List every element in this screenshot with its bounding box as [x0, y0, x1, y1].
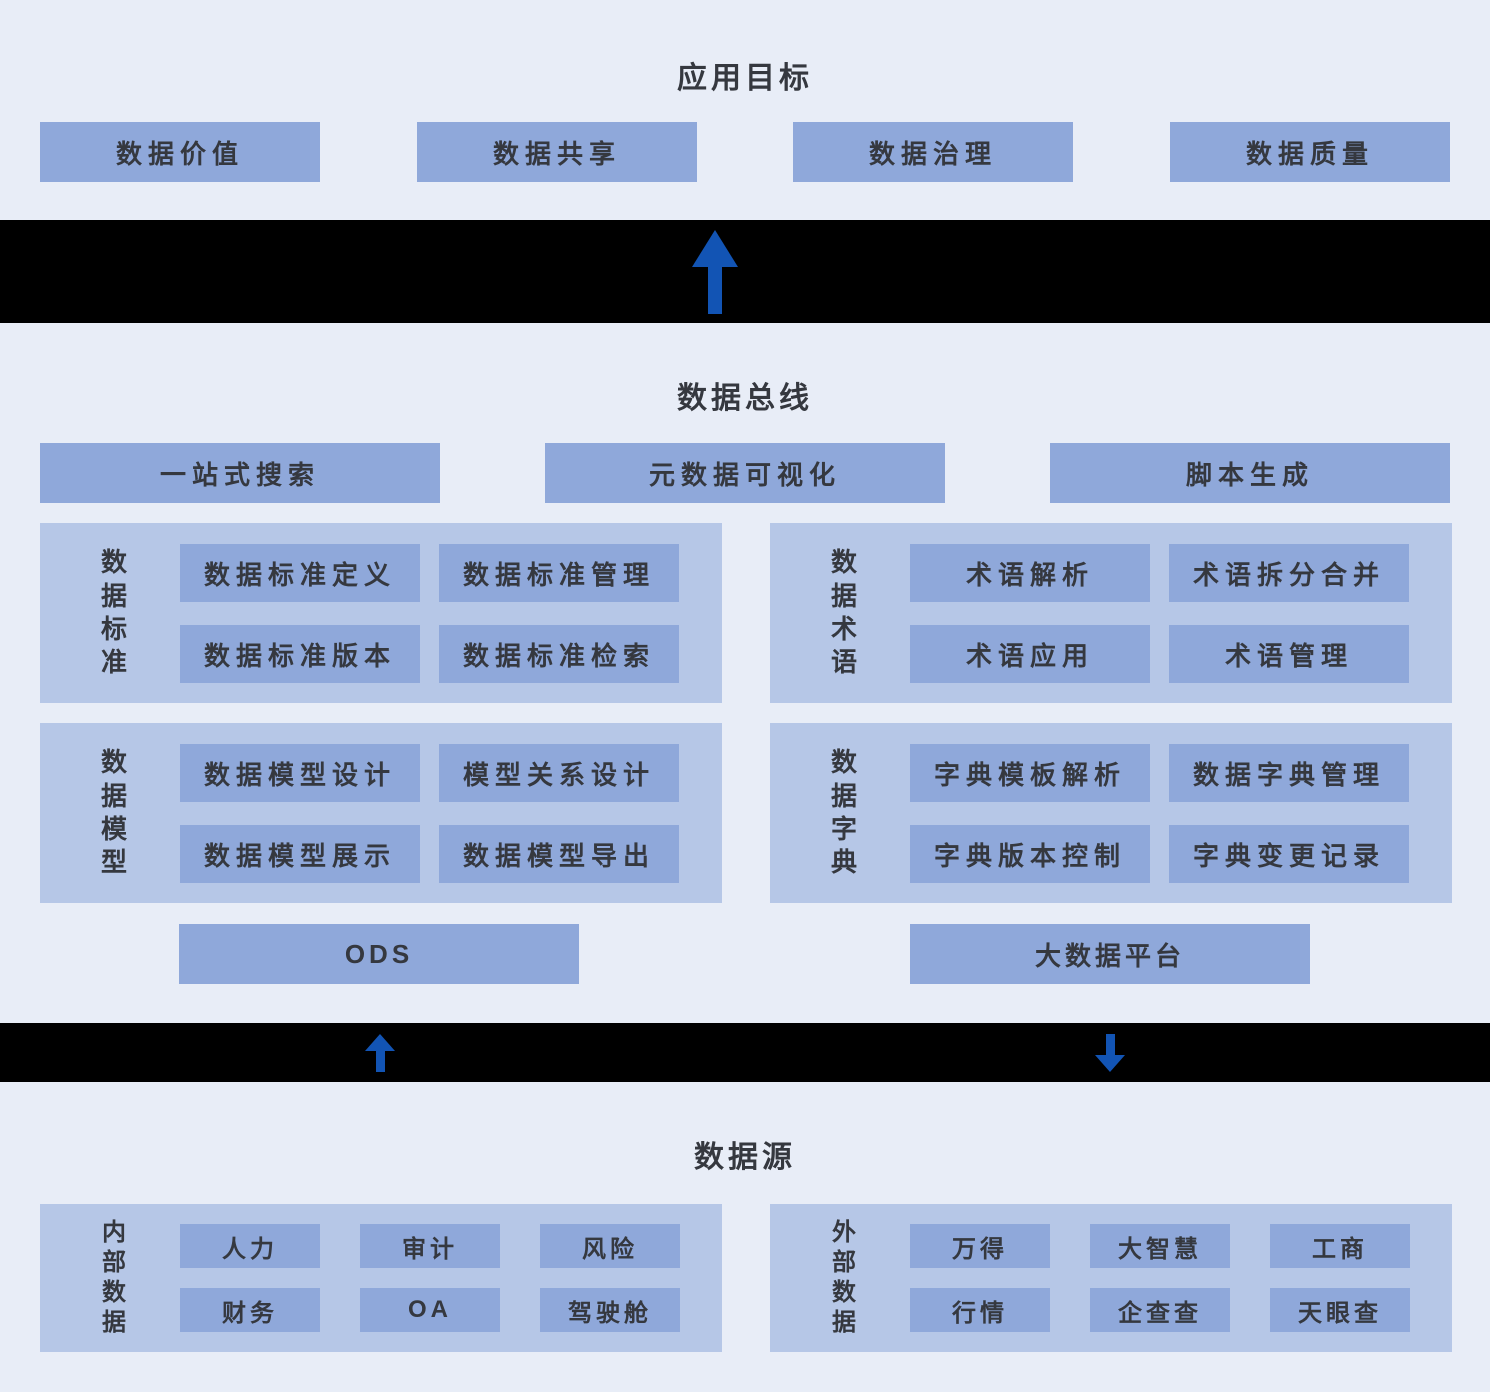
group-item-box: 数据标准管理 — [439, 544, 679, 602]
group-item-box: 字典版本控制 — [910, 825, 1150, 883]
group-label-data-model: 数据模型 — [100, 747, 127, 878]
group-internal-data: 内部数据 人力 审计 风险 财务 OA 驾驶舱 — [40, 1204, 722, 1352]
sources-title: 数据源 — [694, 1141, 796, 1174]
group-data-model: 数据模型 数据模型设计 模型关系设计 数据模型展示 数据模型导出 — [40, 723, 722, 903]
source-item-box: 天眼查 — [1270, 1288, 1410, 1332]
group-label-external-data: 外部数据 — [832, 1219, 856, 1336]
platform-box-bigdata: 大数据平台 — [910, 924, 1310, 984]
up-arrow-icon — [365, 1034, 395, 1072]
group-item-box: 字典模板解析 — [910, 744, 1150, 802]
bus-title: 数据总线 — [677, 382, 813, 415]
divider-band-top — [0, 220, 1490, 323]
source-item-box: 大智慧 — [1090, 1224, 1230, 1268]
source-item-box: 驾驶舱 — [540, 1288, 680, 1332]
group-item-box: 术语应用 — [910, 625, 1150, 683]
group-item-box: 术语解析 — [910, 544, 1150, 602]
group-label-data-terminology: 数据术语 — [830, 547, 857, 678]
goal-box-data-quality: 数据质量 — [1170, 122, 1450, 182]
group-item-box: 数据字典管理 — [1169, 744, 1409, 802]
bus-box-script-generation: 脚本生成 — [1050, 443, 1450, 503]
group-item-box: 术语拆分合并 — [1169, 544, 1409, 602]
goals-title: 应用目标 — [677, 62, 813, 95]
group-data-standard: 数据标准 数据标准定义 数据标准管理 数据标准版本 数据标准检索 — [40, 523, 722, 703]
group-label-data-dictionary: 数据字典 — [830, 747, 857, 878]
source-item-box: 企查查 — [1090, 1288, 1230, 1332]
group-label-data-standard: 数据标准 — [100, 547, 127, 678]
source-item-box: 人力 — [180, 1224, 320, 1268]
group-item-box: 术语管理 — [1169, 625, 1409, 683]
goal-box-data-governance: 数据治理 — [793, 122, 1073, 182]
group-item-box: 数据模型设计 — [180, 744, 420, 802]
group-item-box: 数据模型展示 — [180, 825, 420, 883]
group-item-box: 数据标准检索 — [439, 625, 679, 683]
group-data-dictionary: 数据字典 字典模板解析 数据字典管理 字典版本控制 字典变更记录 — [770, 723, 1452, 903]
down-arrow-icon — [1095, 1034, 1125, 1072]
source-item-box: 行情 — [910, 1288, 1050, 1332]
group-label-internal-data: 内部数据 — [102, 1219, 126, 1336]
platform-box-ods: ODS — [179, 924, 579, 984]
source-item-box: 工商 — [1270, 1224, 1410, 1268]
source-item-box: 万得 — [910, 1224, 1050, 1268]
goal-box-data-sharing: 数据共享 — [417, 122, 697, 182]
group-item-box: 字典变更记录 — [1169, 825, 1409, 883]
source-item-box: 风险 — [540, 1224, 680, 1268]
source-item-box: 财务 — [180, 1288, 320, 1332]
group-external-data: 外部数据 万得 大智慧 工商 行情 企查查 天眼查 — [770, 1204, 1452, 1352]
goal-box-data-value: 数据价值 — [40, 122, 320, 182]
group-item-box: 数据标准版本 — [180, 625, 420, 683]
source-item-box: 审计 — [360, 1224, 500, 1268]
group-item-box: 数据标准定义 — [180, 544, 420, 602]
group-item-box: 模型关系设计 — [439, 744, 679, 802]
up-arrow-icon — [692, 230, 738, 314]
source-item-box: OA — [360, 1288, 500, 1332]
bus-box-one-stop-search: 一站式搜索 — [40, 443, 440, 503]
divider-band-bottom — [0, 1023, 1490, 1082]
group-data-terminology: 数据术语 术语解析 术语拆分合并 术语应用 术语管理 — [770, 523, 1452, 703]
bus-box-metadata-visualization: 元数据可视化 — [545, 443, 945, 503]
group-item-box: 数据模型导出 — [439, 825, 679, 883]
